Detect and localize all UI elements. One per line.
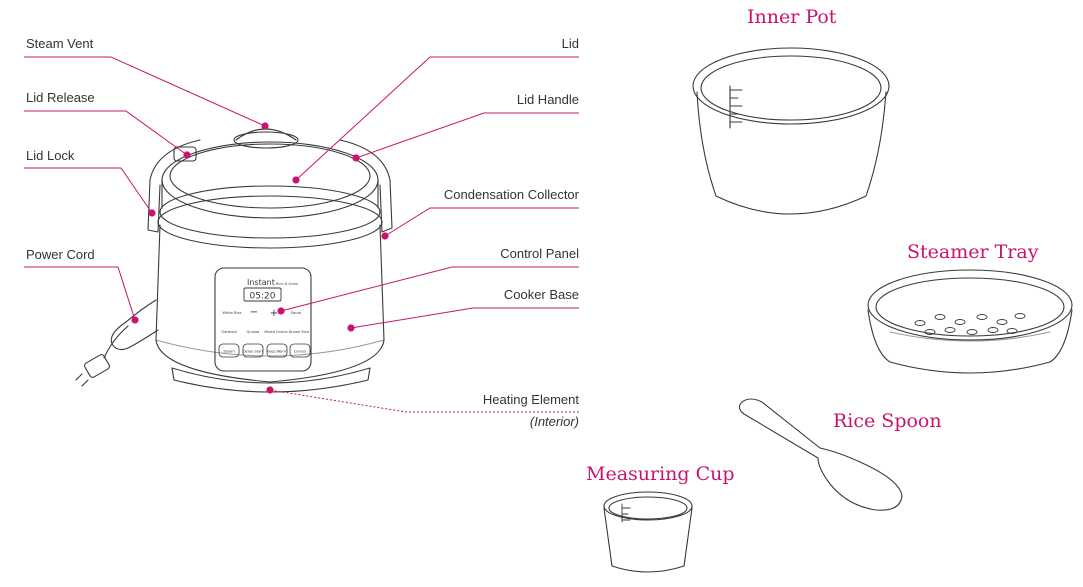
leader-condensation-collector — [384, 207, 579, 237]
rice-spoon-illustration — [738, 398, 903, 511]
plug-prongs — [75, 373, 89, 387]
panel-label-saute: Saute — [291, 311, 302, 315]
leader-cooker-base — [350, 307, 579, 329]
callout-dot — [352, 154, 360, 162]
inner-pot-illustration — [692, 47, 890, 215]
callout-lid-release: Lid Release — [26, 90, 95, 105]
callout-power-cord: Power Cord — [26, 247, 95, 262]
measuring-cup-illustration — [603, 491, 693, 573]
control-panel-button — [218, 343, 240, 358]
callout-cooker-base: Cooker Base — [503, 287, 579, 302]
callout-heating-element: Heating Element — [482, 392, 579, 407]
lid-handle-bar — [149, 139, 391, 181]
measuring-cup-body — [603, 507, 693, 573]
steam-vent-base — [233, 131, 299, 149]
control-panel-button — [266, 343, 288, 358]
callout-dot — [131, 316, 139, 324]
callout-condensation-collector: Condensation Collector — [443, 187, 579, 202]
callout-dots — [131, 122, 389, 394]
callout-control-panel: Control Panel — [500, 246, 579, 261]
control-panel-brand-sub: Rice & Grain — [276, 282, 298, 286]
callout-dot — [261, 122, 269, 130]
panel-label-steam: Steam — [223, 350, 235, 354]
lid-handle-right — [379, 179, 393, 233]
steamer-tray-illustration — [867, 269, 1073, 374]
inner-pot-body — [696, 91, 887, 215]
callout-leaders — [24, 56, 579, 413]
callout-lid-handle: Lid Handle — [516, 92, 579, 107]
panel-label-quinoa: Quinoa — [247, 330, 260, 334]
callout-dot — [148, 209, 156, 217]
steamer-tray-rim-inner — [875, 277, 1065, 337]
cooker-foot — [171, 367, 371, 393]
cooker-bottom-curve — [155, 339, 385, 357]
title-inner-pot: Inner Pot — [747, 6, 837, 28]
rice-spoon-outline — [738, 398, 903, 511]
cooker-lid-outer — [161, 141, 379, 219]
measuring-cup-rim-inner — [608, 496, 688, 520]
steamer-tray-holes — [914, 313, 1026, 335]
panel-label-delay-start: Delay Start — [243, 350, 264, 354]
title-steamer-tray: Steamer Tray — [907, 241, 1039, 263]
control-panel-button — [289, 343, 311, 358]
steamer-tray-bottom — [889, 331, 1051, 342]
cooker-rim — [157, 195, 383, 249]
panel-label-keep-warm: Keep Warm — [267, 350, 288, 354]
steamer-tray-rim — [867, 269, 1073, 341]
panel-label-white-rice: White Rice — [222, 311, 242, 315]
callout-dot — [292, 176, 300, 184]
callout-dot — [347, 324, 355, 332]
power-cord — [103, 299, 159, 359]
control-panel-plus: + — [270, 308, 278, 319]
leader-power-cord — [24, 266, 136, 321]
control-panel-frame — [214, 267, 312, 372]
callout-steam-vent: Steam Vent — [26, 36, 94, 51]
title-rice-spoon: Rice Spoon — [833, 410, 942, 432]
inner-pot-rim-inner — [700, 55, 882, 121]
callout-dot — [277, 307, 285, 315]
steamer-tray-body — [867, 309, 1073, 374]
measuring-cup-rim — [603, 491, 693, 521]
power-plug — [84, 354, 110, 378]
leader-lid — [295, 56, 579, 181]
inner-pot-scale — [729, 85, 743, 129]
panel-label-oatmeal: Oatmeal — [221, 330, 236, 334]
leader-heating-element — [269, 389, 579, 413]
lid-handle-left — [147, 179, 161, 233]
control-panel-display-text: 05:20 — [250, 292, 276, 302]
callout-dot — [183, 151, 191, 159]
control-panel-display — [243, 287, 282, 302]
lid-release-button — [173, 146, 197, 162]
title-measuring-cup: Measuring Cup — [586, 463, 735, 485]
cooker-body — [155, 224, 385, 383]
leader-steam-vent — [24, 56, 266, 127]
panel-label-cancel: Cancel — [294, 350, 306, 354]
callout-heating-element-note: (Interior) — [529, 414, 579, 429]
control-panel-brand: Instant — [247, 278, 275, 287]
leader-lid-lock — [24, 167, 153, 214]
cooker-lid-side — [161, 179, 379, 209]
panel-label-brown-rice: Brown Rice — [289, 330, 310, 334]
control-panel-button — [242, 343, 264, 358]
cooker-rim-inner — [159, 185, 381, 239]
callout-lid-lock: Lid Lock — [26, 148, 75, 163]
control-panel-text: Instant Rice & Grain 05:20 − + White Ric… — [221, 278, 310, 354]
callout-dot — [266, 386, 274, 394]
rice-cooker-illustration — [75, 128, 393, 393]
measuring-cup-scale — [621, 503, 631, 523]
leader-control-panel — [280, 266, 579, 312]
callout-lid: Lid — [561, 36, 579, 51]
control-panel-minus: − — [250, 307, 258, 318]
inner-pot-rim — [692, 47, 890, 125]
panel-label-mixed-grains: Mixed Grains — [264, 330, 287, 334]
cooker-lid-inner — [169, 143, 371, 209]
callout-dot — [381, 232, 389, 240]
leader-lid-release — [24, 110, 188, 156]
leader-lid-handle — [355, 112, 579, 159]
